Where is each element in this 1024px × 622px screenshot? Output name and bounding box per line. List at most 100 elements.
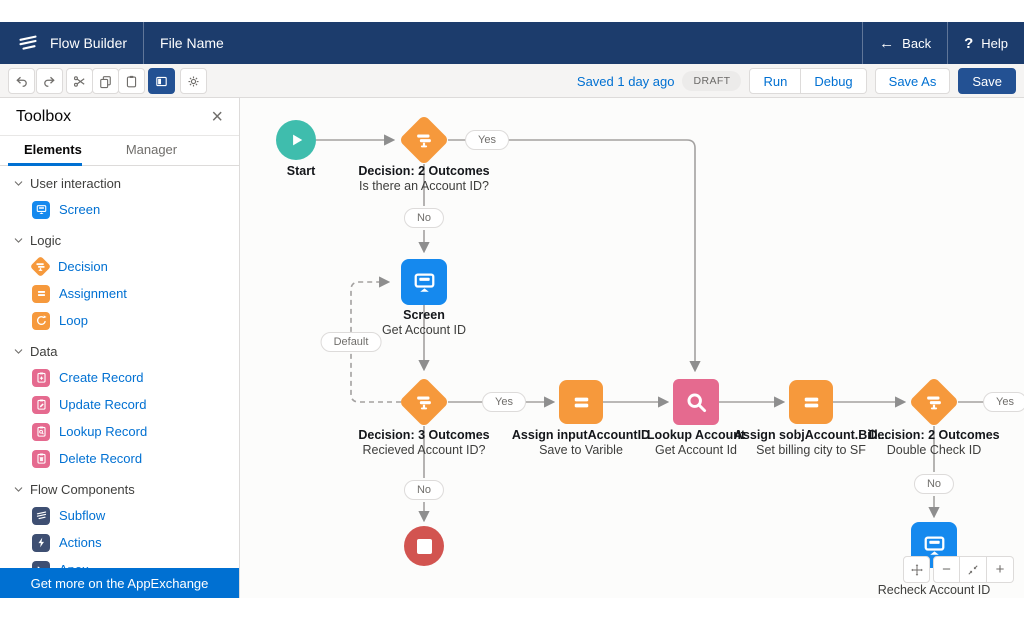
update-record-icon — [32, 395, 50, 414]
assign-sobj-node-label: Assign sobjAccount.Bill... Set billing c… — [733, 428, 889, 457]
toolbox-panel: Toolbox × Elements Manager User interact… — [0, 98, 240, 598]
run-debug-group: Run Debug — [749, 68, 867, 94]
delete-record-icon — [32, 449, 50, 468]
toolbox-item-delete-record[interactable]: Delete Record — [0, 445, 239, 472]
toolbox-item-create-record[interactable]: Create Record — [0, 364, 239, 391]
decision-double-node-label: Decision: 2 Outcomes Double Check ID — [868, 428, 1000, 457]
back-button[interactable]: ← Back — [862, 22, 947, 64]
paste-button[interactable] — [118, 68, 145, 94]
assignment-equals-icon — [569, 390, 594, 415]
active-tab-underline — [8, 163, 82, 166]
toolbox-item-actions[interactable]: Actions — [0, 529, 239, 556]
play-icon — [286, 130, 306, 150]
flow-connectors — [316, 134, 1024, 523]
flow-settings-button[interactable] — [180, 68, 207, 94]
appexchange-banner[interactable]: Get more on the AppExchange — [0, 568, 239, 598]
toolbox-item-screen[interactable]: Screen — [0, 196, 239, 223]
toolbox-item-assignment[interactable]: Assignment — [0, 280, 239, 307]
assignment-node-sobj-account[interactable] — [789, 380, 833, 424]
section-data[interactable]: Data — [0, 338, 239, 364]
save-button[interactable]: Save — [958, 68, 1016, 94]
chevron-down-icon — [13, 346, 24, 357]
connector-label-default[interactable]: Default — [320, 332, 382, 352]
section-flow-components[interactable]: Flow Components — [0, 476, 239, 502]
app-brand: Flow Builder — [0, 22, 143, 64]
toggle-toolbox-button[interactable] — [148, 68, 175, 94]
decision-signpost-icon — [923, 391, 945, 413]
help-label: Help — [981, 35, 1008, 51]
panel-icon — [154, 74, 169, 89]
fit-to-view-button[interactable] — [960, 556, 987, 583]
move-icon — [910, 563, 924, 577]
toolbox-item-loop[interactable]: Loop — [0, 307, 239, 334]
redo-icon — [42, 74, 57, 89]
magnifier-icon — [683, 389, 710, 416]
help-button[interactable]: ? Help — [947, 22, 1024, 64]
pan-move-button[interactable] — [903, 556, 930, 583]
screen-node-get-account-id[interactable] — [401, 259, 447, 305]
tab-elements[interactable]: Elements — [24, 142, 82, 157]
help-question-icon: ? — [964, 34, 974, 52]
toolbox-title: Toolbox — [16, 107, 72, 125]
section-user-interaction[interactable]: User interaction — [0, 170, 239, 196]
zoom-in-button[interactable]: + — [987, 556, 1014, 583]
chevron-down-icon — [13, 178, 24, 189]
file-name-area: File Name — [144, 22, 240, 64]
screen-monitor-icon — [921, 532, 948, 559]
tab-manager[interactable]: Manager — [125, 142, 178, 157]
gear-icon — [186, 74, 201, 89]
save-as-button[interactable]: Save As — [874, 68, 951, 94]
chevron-down-icon — [13, 235, 24, 246]
create-record-icon — [32, 368, 50, 387]
toolbox-item-lookup-record[interactable]: Lookup Record — [0, 418, 239, 445]
toolbox-item-update-record[interactable]: Update Record — [0, 391, 239, 418]
canvas-zoom-controls: − + — [903, 556, 1014, 583]
toolbox-item-subflow[interactable]: Subflow — [0, 502, 239, 529]
screen-monitor-icon — [411, 269, 438, 296]
lookup-node-account[interactable] — [673, 379, 719, 425]
flow-canvas[interactable]: Yes No Default Yes No Yes No Start Decis… — [240, 98, 1024, 598]
undo-button[interactable] — [8, 68, 35, 94]
toolbox-tabs: Elements Manager — [0, 136, 239, 166]
assign-input-node-label: Assign inputAccountID Save to Varible — [511, 428, 651, 457]
screen-node-label: Screen Get Account ID — [381, 308, 467, 337]
section-logic[interactable]: Logic — [0, 227, 239, 253]
run-button[interactable]: Run — [749, 68, 802, 94]
connector-label-yes[interactable]: Yes — [482, 392, 526, 412]
zoom-out-button[interactable]: − — [933, 556, 960, 583]
decision-icon — [29, 255, 52, 278]
screen-icon — [32, 200, 50, 219]
start-node[interactable] — [276, 120, 316, 160]
debug-button[interactable]: Debug — [801, 68, 867, 94]
start-node-label: Start — [286, 164, 316, 178]
connector-label-yes[interactable]: Yes — [983, 392, 1024, 412]
connector-label-yes[interactable]: Yes — [465, 130, 509, 150]
lookup-record-icon — [32, 422, 50, 441]
actions-lightning-icon — [32, 533, 50, 552]
subflow-icon — [32, 506, 50, 525]
decision-signpost-icon — [413, 129, 435, 151]
file-name: File Name — [160, 35, 224, 51]
connector-label-no[interactable]: No — [913, 474, 955, 494]
end-node[interactable] — [404, 526, 444, 566]
toolbox-item-decision[interactable]: Decision — [0, 253, 239, 280]
assignment-equals-icon — [799, 390, 824, 415]
connector-label-no[interactable]: No — [403, 208, 445, 228]
copy-button[interactable] — [92, 68, 119, 94]
connector-label-no[interactable]: No — [403, 480, 445, 500]
back-label: Back — [902, 35, 932, 51]
toolbox-header: Toolbox × — [0, 98, 239, 136]
close-icon[interactable]: × — [211, 105, 223, 128]
header-actions: ← Back ? Help — [862, 22, 1024, 64]
decision3-node-label: Decision: 3 Outcomes Recieved Account ID… — [358, 428, 490, 457]
flow-builder-logo-icon — [16, 31, 40, 55]
saved-status: Saved 1 day ago — [576, 73, 675, 89]
assignment-icon — [32, 284, 50, 303]
app-title: Flow Builder — [50, 35, 128, 51]
cut-button[interactable] — [66, 68, 93, 94]
redo-button[interactable] — [36, 68, 63, 94]
canvas-toolbar: Saved 1 day ago DRAFT Run Debug Save As … — [0, 64, 1024, 98]
assignment-node-input-account-id[interactable] — [559, 380, 603, 424]
header-divider — [143, 22, 145, 64]
